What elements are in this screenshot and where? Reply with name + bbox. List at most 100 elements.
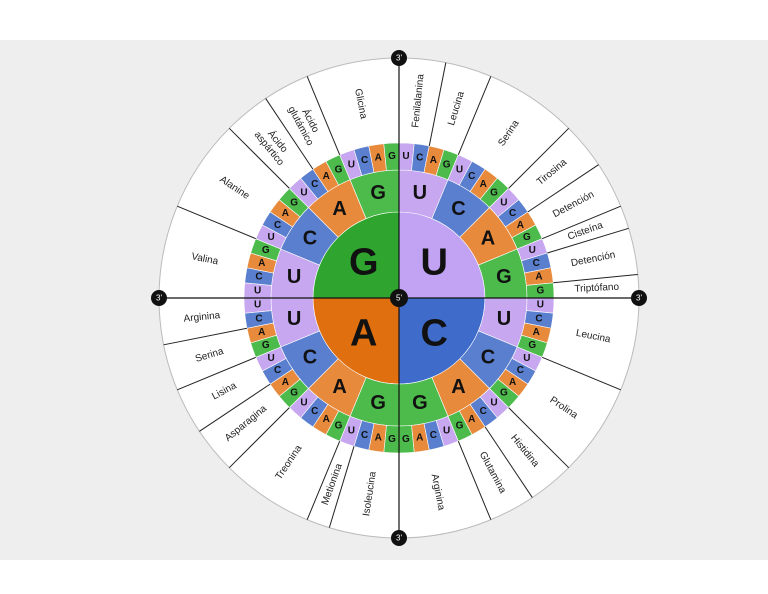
- third-base-label: C: [480, 406, 487, 417]
- second-base-label: G: [412, 392, 428, 414]
- amino-divider: [163, 327, 248, 346]
- third-base-label: G: [290, 197, 298, 208]
- third-base-label: G: [490, 188, 498, 199]
- third-base-label: U: [267, 232, 274, 243]
- second-base-label: U: [497, 308, 511, 330]
- amino-acid-label: Triptófano: [574, 282, 620, 295]
- amino-acid-label: Arginina: [183, 310, 221, 325]
- third-base-label: A: [416, 432, 423, 443]
- third-base-label: U: [300, 397, 307, 408]
- first-base-G: G: [349, 242, 379, 284]
- five-prime-marker: [390, 289, 408, 307]
- third-base-label: G: [388, 151, 396, 162]
- third-base-label: G: [500, 388, 508, 399]
- amino-divider: [199, 383, 271, 432]
- third-base-label: C: [361, 155, 368, 166]
- first-base-U: U: [421, 242, 448, 284]
- amino-divider: [508, 127, 570, 189]
- second-base-label: A: [332, 198, 346, 220]
- second-base-label: C: [303, 346, 317, 368]
- amino-divider: [457, 76, 492, 155]
- amino-divider: [228, 407, 290, 469]
- third-base-label: A: [517, 220, 524, 231]
- third-base-label: G: [456, 420, 464, 431]
- third-base-label: G: [290, 388, 298, 399]
- third-base-label: C: [274, 365, 281, 376]
- amino-acid-label: Valina: [190, 251, 219, 267]
- amino-divider: [177, 356, 256, 391]
- third-base-label: A: [468, 414, 475, 425]
- amino-divider: [484, 426, 533, 498]
- third-base-label: U: [537, 299, 544, 310]
- amino-divider: [306, 441, 341, 520]
- three-prime-label: 3': [156, 294, 162, 303]
- third-base-label: A: [509, 377, 516, 388]
- third-base-label: A: [258, 258, 265, 269]
- third-base-label: C: [535, 313, 542, 324]
- third-base-label: U: [490, 397, 497, 408]
- amino-divider: [527, 164, 599, 213]
- second-base-label: C: [481, 346, 495, 368]
- three-prime-label: 3': [396, 534, 402, 543]
- third-base-label: G: [523, 232, 531, 243]
- amino-divider: [457, 441, 492, 520]
- three-prime-label: 3': [636, 294, 642, 303]
- amino-divider: [553, 273, 638, 284]
- third-base-label: C: [361, 430, 368, 441]
- third-base-label: G: [262, 245, 270, 256]
- three-prime-marker: [151, 290, 167, 306]
- third-base-label: U: [348, 159, 355, 170]
- five-prime-label: 5': [396, 294, 402, 303]
- amino-divider: [265, 98, 314, 170]
- three-prime-marker: [391, 50, 407, 66]
- amino-acid-label: Fenilalanina: [410, 73, 426, 128]
- third-base-label: U: [529, 245, 536, 256]
- three-prime-marker: [391, 530, 407, 546]
- third-base-label: C: [255, 272, 262, 283]
- second-base-label: C: [303, 228, 317, 250]
- second-base-label: U: [287, 266, 301, 288]
- third-base-label: A: [323, 171, 330, 182]
- axis-arrows: 3' 3' 3' 3': [151, 50, 647, 546]
- first-base-C: C: [421, 312, 448, 354]
- third-base-label: A: [375, 153, 382, 164]
- third-base-label: C: [468, 171, 475, 182]
- third-base-label: A: [282, 377, 289, 388]
- second-base-label: G: [496, 266, 512, 288]
- third-base-label: U: [402, 151, 409, 162]
- third-base-label: C: [430, 430, 437, 441]
- third-base-label: U: [456, 165, 463, 176]
- third-base-label: A: [480, 179, 487, 190]
- second-base-label: A: [451, 376, 465, 398]
- second-base-label: C: [451, 198, 465, 220]
- third-base-label: A: [430, 155, 437, 166]
- third-base-label: U: [267, 353, 274, 364]
- third-base-label: G: [262, 340, 270, 351]
- third-base-label: U: [254, 299, 261, 310]
- third-base-label: U: [300, 188, 307, 199]
- third-base-label: A: [323, 414, 330, 425]
- third-base-label: G: [443, 159, 451, 170]
- third-base-label: U: [443, 426, 450, 437]
- amino-divider: [228, 127, 290, 189]
- three-prime-marker: [631, 290, 647, 306]
- third-base-label: A: [258, 327, 265, 338]
- third-base-label: G: [335, 165, 343, 176]
- three-prime-label: 3': [396, 54, 402, 63]
- amino-divider: [328, 446, 355, 528]
- second-base-label: U: [287, 308, 301, 330]
- amino-divider: [542, 356, 621, 391]
- third-base-label: G: [528, 340, 536, 351]
- third-base-label: C: [517, 365, 524, 376]
- third-base-label: A: [535, 272, 542, 283]
- third-base-label: U: [348, 426, 355, 437]
- third-base-label: U: [254, 286, 261, 297]
- third-base-label: C: [274, 220, 281, 231]
- amino-divider: [508, 407, 570, 469]
- second-base-label: U: [413, 182, 427, 204]
- amino-divider: [177, 205, 256, 240]
- amino-divider: [542, 205, 621, 240]
- first-base-A: A: [350, 312, 377, 354]
